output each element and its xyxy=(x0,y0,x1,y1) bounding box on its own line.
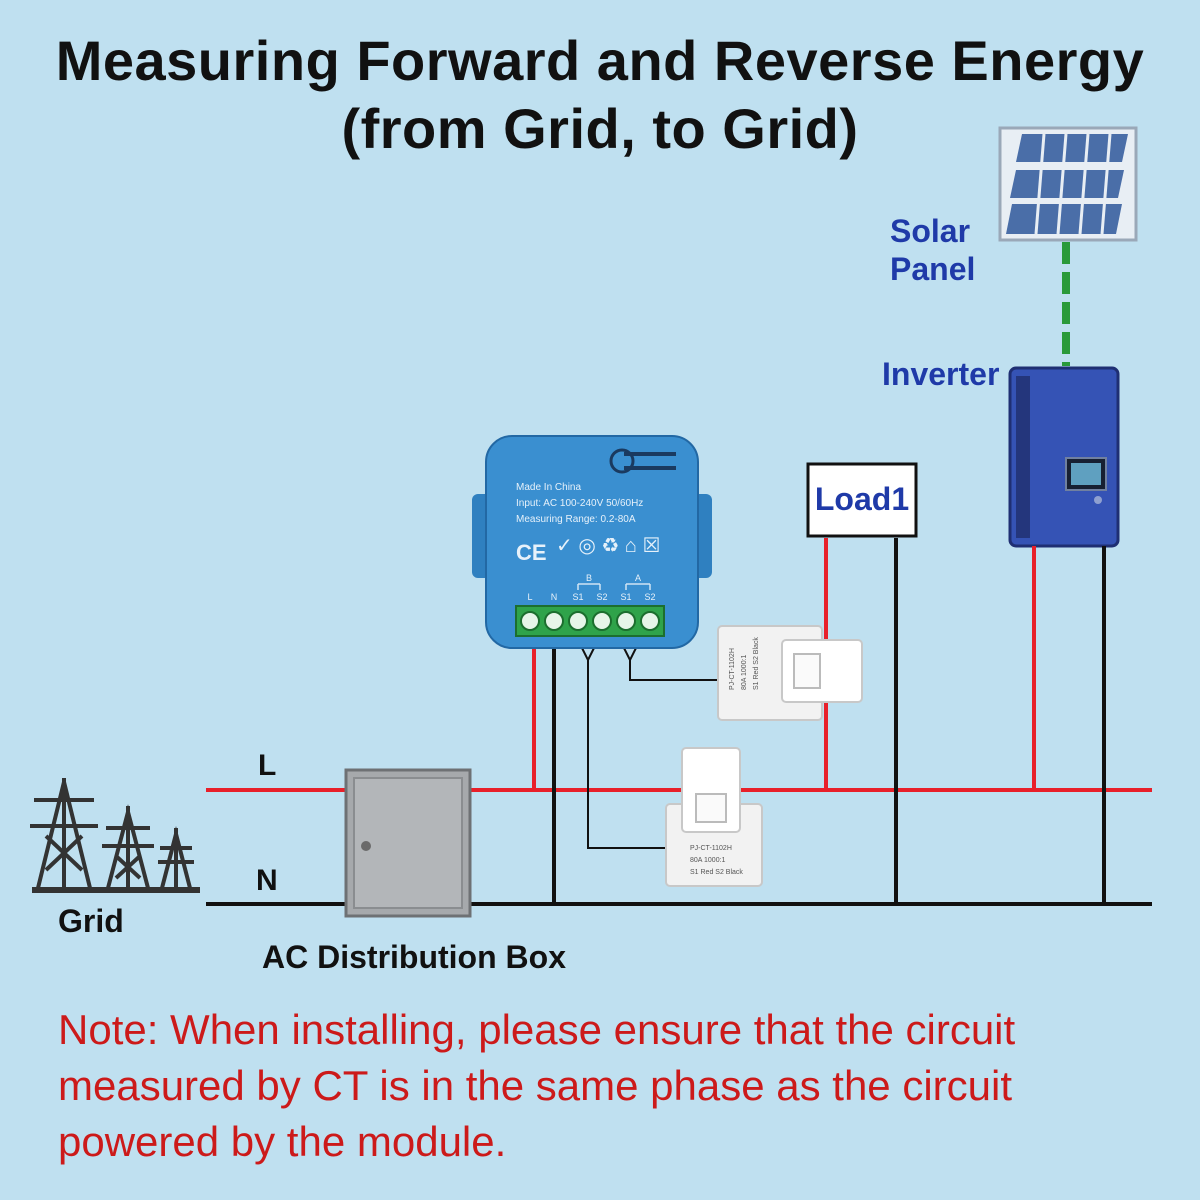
module-input: Input: AC 100-240V 50/60Hz xyxy=(516,498,643,509)
solar-panel-icon xyxy=(998,126,1138,242)
note-line-1: Note: When installing, please ensure tha… xyxy=(58,1006,1016,1053)
ct-lower-model: PJ-CT-1102H xyxy=(690,845,732,852)
title-line-2: (from Grid, to Grid) xyxy=(341,97,859,160)
inverter-label: Inverter xyxy=(882,356,999,392)
terminal-label: S2 xyxy=(596,592,607,602)
energy-meter-module: ✓ ◎ ♻ ⌂ ☒ xyxy=(472,435,712,649)
terminal-label: S2 xyxy=(644,592,655,602)
note-line-2: measured by CT is in the same phase as t… xyxy=(58,1062,1013,1109)
ct-lower-rating: 80A 1000:1 xyxy=(690,857,726,864)
ct-upper-rating: 80A 1000:1 xyxy=(741,654,748,690)
grid-label: Grid xyxy=(58,903,124,939)
ct-upper-pins: S1 Red S2 Black xyxy=(753,637,760,690)
module-range: Measuring Range: 0.2-80A xyxy=(516,514,636,525)
solar-label-1: Solar xyxy=(890,213,970,249)
ct-clamp-upper xyxy=(717,625,863,721)
module-group-b: B xyxy=(586,573,592,583)
title-line-1: Measuring Forward and Reverse Energy xyxy=(55,29,1145,92)
line-n-label: N xyxy=(256,864,278,897)
line-l-label: L xyxy=(258,749,276,782)
ct-lower-pins: S1 Red S2 Black xyxy=(690,869,743,876)
distribution-box-label: AC Distribution Box xyxy=(262,939,566,975)
certification-icons: ✓ ◎ ♻ ⌂ ☒ xyxy=(556,535,660,557)
ct-clamp-lower xyxy=(665,747,763,887)
module-made-in: Made In China xyxy=(516,482,581,493)
module-cert: CE xyxy=(516,540,547,565)
module-group-a: A xyxy=(635,573,641,583)
terminal-label: N xyxy=(551,592,558,602)
power-tower-icon xyxy=(30,778,200,893)
solar-label-2: Panel xyxy=(890,251,975,287)
distribution-box-icon xyxy=(344,768,472,918)
note-line-3: powered by the module. xyxy=(58,1118,507,1165)
ct-upper-model: PJ-CT-1102H xyxy=(729,648,736,690)
terminal-label: S1 xyxy=(620,592,631,602)
inverter-icon xyxy=(1008,366,1120,548)
load-box xyxy=(806,462,918,538)
terminal-label: L xyxy=(527,592,532,602)
load-label: Load1 xyxy=(815,481,909,517)
terminal-label: S1 xyxy=(572,592,583,602)
installation-note: Note: When installing, please ensure tha… xyxy=(58,1002,1168,1170)
ct-signal-wires xyxy=(581,647,722,849)
